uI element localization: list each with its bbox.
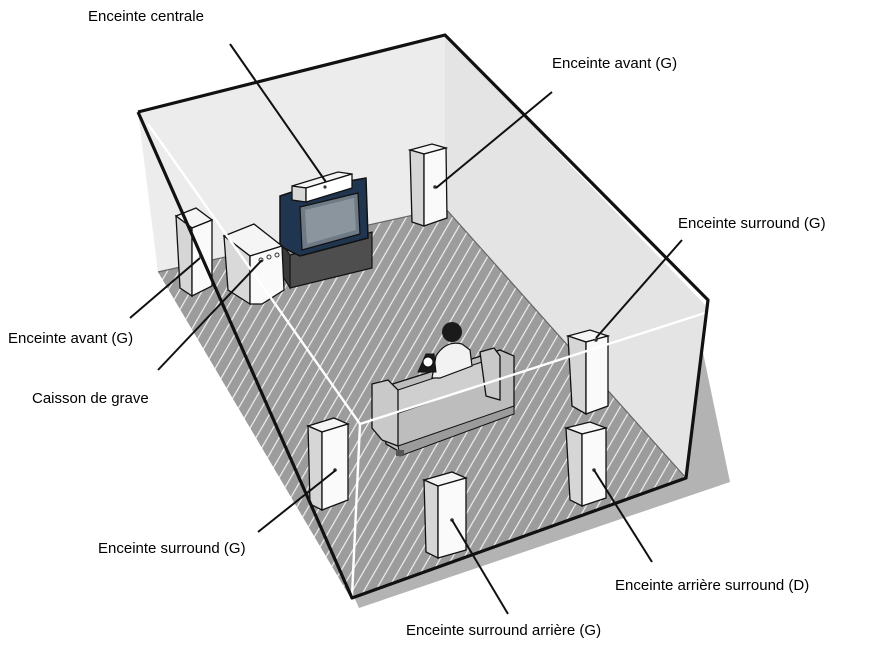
subwoofer bbox=[222, 223, 285, 306]
label-subwoofer: Caisson de grave bbox=[32, 390, 149, 407]
rear-surround-speaker-right bbox=[563, 421, 609, 508]
room-outline bbox=[136, 33, 710, 600]
label-front-speaker-top: Enceinte avant (G) bbox=[552, 55, 678, 72]
leader-front-top bbox=[435, 91, 553, 189]
front-speaker-left bbox=[174, 207, 214, 298]
front-speaker-top bbox=[407, 143, 449, 227]
leader-surround-left bbox=[257, 469, 337, 533]
leader-subwoofer bbox=[157, 259, 263, 371]
label-rear-surround-right: Enceinte arrière surround (D) bbox=[615, 577, 810, 594]
sofa bbox=[371, 347, 515, 457]
leader-front-left bbox=[129, 257, 201, 319]
leader-center bbox=[229, 43, 327, 183]
label-front-speaker-left: Enceinte avant (G) bbox=[8, 330, 134, 347]
person bbox=[417, 322, 473, 379]
surround-speaker-left bbox=[306, 417, 350, 512]
label-surround-speaker-left: Enceinte surround (G) bbox=[98, 540, 246, 557]
leader-surround-right bbox=[595, 239, 683, 339]
leader-rear-surround-left bbox=[451, 519, 509, 615]
surround-speaker-right bbox=[565, 329, 611, 416]
center-speaker bbox=[291, 171, 353, 203]
rear-surround-speaker-left bbox=[422, 471, 468, 560]
label-center-speaker: Enceinte centrale bbox=[88, 8, 204, 25]
back-right-wall bbox=[445, 35, 708, 478]
label-surround-speaker-right: Enceinte surround (G) bbox=[678, 215, 826, 232]
leader-lines bbox=[129, 43, 683, 615]
leader-rear-surround-right bbox=[593, 469, 653, 563]
label-rear-surround-left: Enceinte surround arrière (G) bbox=[406, 622, 602, 639]
